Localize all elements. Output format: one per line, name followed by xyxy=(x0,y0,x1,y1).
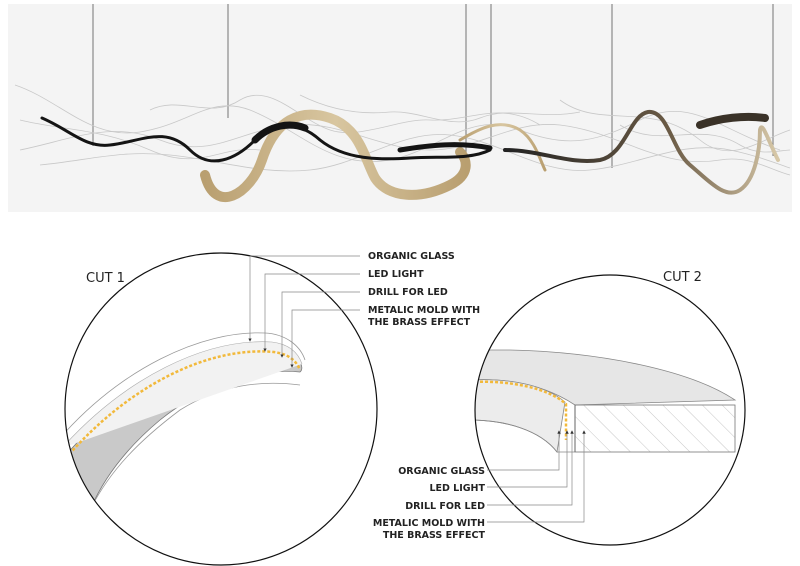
cut2-label-brass-effect: THE BRASS EFFECT xyxy=(383,530,486,541)
cut1-label-drill-for-led: DRILL FOR LED xyxy=(368,287,448,298)
cut2-label-drill-for-led: DRILL FOR LED xyxy=(405,501,485,512)
cut2-section: CUT 2 ORGANIC GLASS LED LIGHT DRILL FOR … xyxy=(373,270,746,546)
cut1-title: CUT 1 xyxy=(86,271,125,286)
cut1-detail xyxy=(65,332,306,512)
cut2-circle xyxy=(474,274,746,546)
hatched-section xyxy=(574,404,736,453)
cut1-section: CUT 1 ORGANIC GLASS LED LIGHT DRILL FOR … xyxy=(64,251,480,566)
cut2-leaders xyxy=(487,430,586,523)
dark-ribbons xyxy=(40,110,780,195)
cut1-label-organic-glass: ORGANIC GLASS xyxy=(368,251,455,262)
brass-ribbons xyxy=(200,109,547,202)
cut1-label-brass-effect: THE BRASS EFFECT xyxy=(368,317,471,328)
cut2-label-organic-glass: ORGANIC GLASS xyxy=(398,466,485,477)
cut1-label-led-light: LED LIGHT xyxy=(368,269,424,280)
suspension-wires xyxy=(92,4,774,168)
cut2-title: CUT 2 xyxy=(663,270,702,285)
cut2-label-metalic-mold: METALIC MOLD WITH xyxy=(373,518,485,529)
cut1-label-metalic-mold: METALIC MOLD WITH xyxy=(368,305,480,316)
cut2-detail xyxy=(475,349,737,453)
led-strip xyxy=(475,380,568,440)
render-background xyxy=(8,4,792,212)
cut2-label-led-light: LED LIGHT xyxy=(429,483,485,494)
cut1-leaders xyxy=(248,255,360,368)
cut1-circle xyxy=(64,252,378,566)
chandelier-render xyxy=(8,4,792,212)
